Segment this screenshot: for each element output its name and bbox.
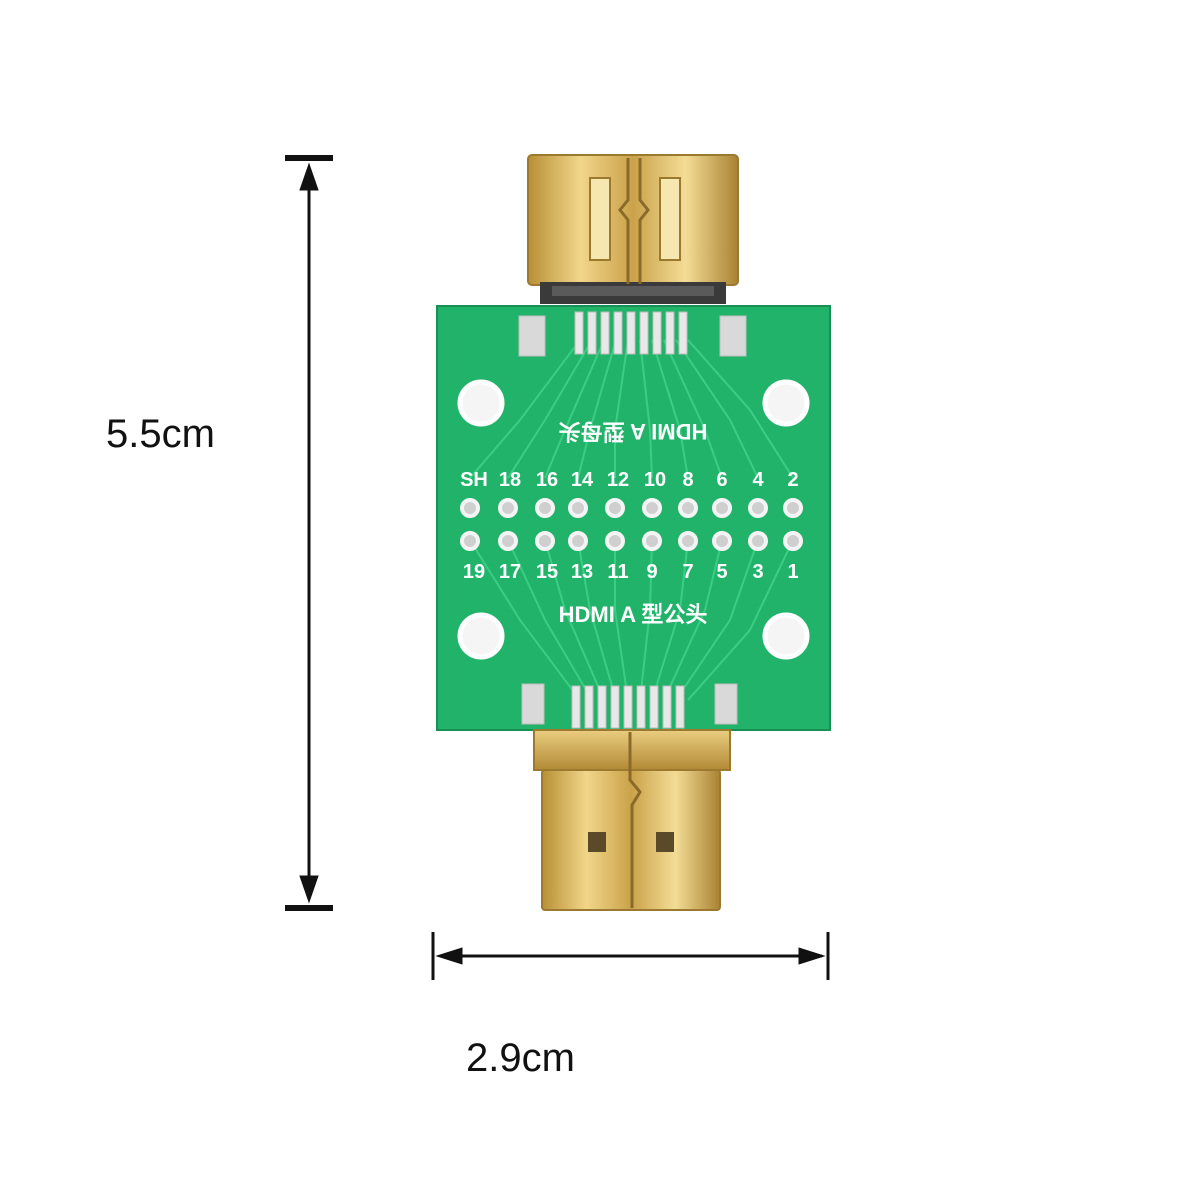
silkscreen-label-male: HDMI A 型公头 <box>559 602 708 627</box>
height-dimension-label: 5.5cm <box>106 412 215 456</box>
height-dimension-marker <box>285 155 333 911</box>
pin-label: 15 <box>536 561 558 583</box>
pin-label: 1 <box>787 561 798 583</box>
pin-label: 7 <box>682 561 693 583</box>
pin-label: 2 <box>787 469 798 491</box>
silkscreen-label-female: HDMI A 型母头 <box>559 419 708 444</box>
bottom-pin-labels: 19 17 15 13 11 9 7 5 3 1 <box>463 561 799 583</box>
pcb-traces <box>469 339 794 701</box>
pin-header-holes <box>460 498 803 551</box>
pin-label: 5 <box>716 561 727 583</box>
mounting-holes <box>457 379 810 660</box>
width-dimension-label: 2.9cm <box>466 1036 575 1080</box>
pin-label: 19 <box>463 561 485 583</box>
pin-label: 13 <box>571 561 593 583</box>
pin-label: 14 <box>571 469 594 491</box>
bottom-solder-pads <box>521 683 738 729</box>
top-solder-pads <box>518 311 747 357</box>
width-dimension-marker <box>431 932 830 980</box>
hdmi-male-connector <box>533 729 731 911</box>
pin-label: 4 <box>752 469 764 491</box>
pin-label: 8 <box>682 469 693 491</box>
pin-label: 17 <box>499 561 521 583</box>
pin-label: 12 <box>607 469 629 491</box>
pin-label: SH <box>460 469 488 491</box>
pin-label: 10 <box>644 469 666 491</box>
pin-label: 6 <box>716 469 727 491</box>
pin-label: 9 <box>646 561 657 583</box>
pin-label: 11 <box>607 561 628 583</box>
pin-label: 3 <box>752 561 763 583</box>
hdmi-female-connector <box>527 154 739 304</box>
pcb-board: HDMI A 型母头 HDMI A 型公头 SH 18 16 14 12 10 … <box>436 305 831 731</box>
pin-label: 18 <box>499 469 521 491</box>
top-pin-labels: SH 18 16 14 12 10 8 6 4 2 <box>460 469 798 491</box>
pin-label: 16 <box>536 469 558 491</box>
